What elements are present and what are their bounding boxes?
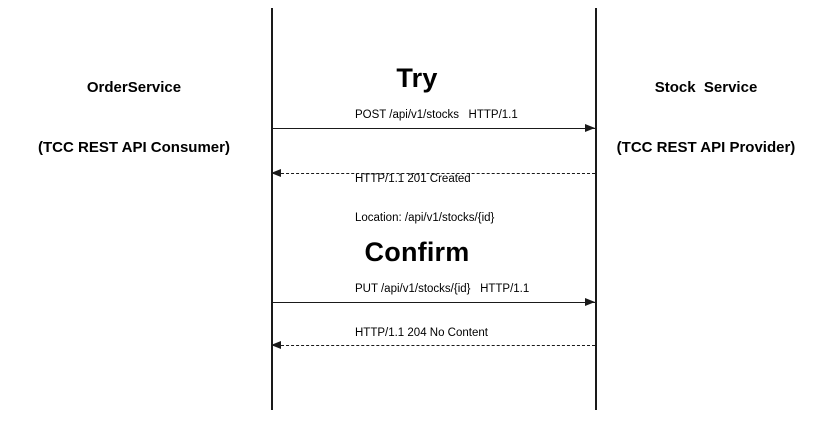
message-arrow-post-stocks: [271, 124, 595, 132]
actor-name: Stock Service: [654, 78, 758, 96]
message-arrow-204-no-content: [271, 341, 595, 349]
actor-stockservice: Stock Service (TCC REST API Provider): [597, 37, 815, 199]
arrowhead-left-icon: [271, 169, 281, 177]
message-label-post-stocks: POST /api/v1/stocks HTTP/1.1: [355, 109, 518, 121]
actor-name: OrderService: [86, 78, 182, 96]
arrowhead-right-icon: [585, 298, 595, 306]
lifeline-stockservice: [595, 8, 597, 410]
phase-title-try: Try: [396, 63, 438, 93]
actor-subtitle: (TCC REST API Provider): [616, 139, 796, 157]
message-line: Location: /api/v1/stocks/{id}: [355, 212, 495, 224]
message-arrow-201-created: [271, 169, 595, 177]
message-arrow-put-stocks: [271, 298, 595, 306]
lifeline-orderservice: [271, 8, 273, 410]
message-line: HTTP/1.1 201 Created: [355, 173, 471, 185]
actor-subtitle: (TCC REST API Consumer): [38, 139, 230, 157]
message-label-201-created: HTTP/1.1 201 Created Location: /api/v1/s…: [355, 147, 494, 251]
arrowhead-right-icon: [585, 124, 595, 132]
phase-title-confirm: Confirm: [364, 237, 470, 267]
message-label-put-stocks: PUT /api/v1/stocks/{id} HTTP/1.1: [355, 283, 530, 295]
actor-orderservice: OrderService (TCC REST API Consumer): [0, 37, 268, 199]
arrowhead-left-icon: [271, 341, 281, 349]
message-label-204-no-content: HTTP/1.1 204 No Content: [355, 327, 488, 339]
